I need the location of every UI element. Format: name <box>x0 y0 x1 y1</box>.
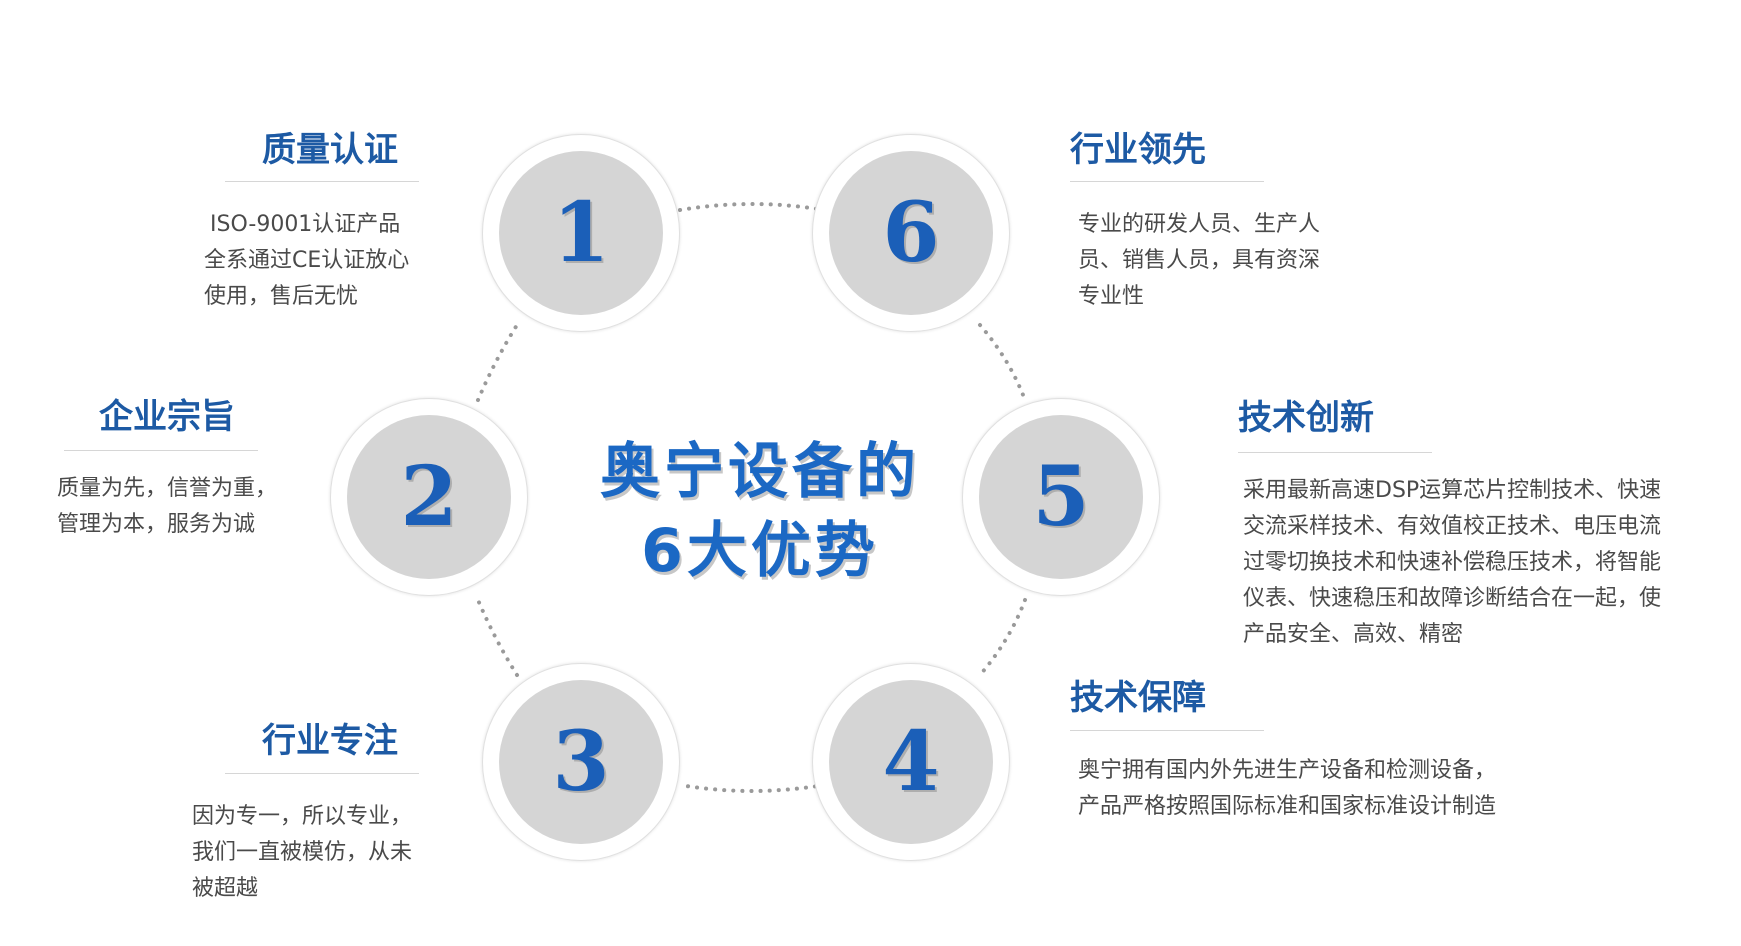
advantage-6-desc-line: 员、销售人员，具有资深 <box>1078 248 1321 273</box>
node-2-core: 2 <box>347 415 511 579</box>
advantage-1-title: 质量认证 <box>262 130 398 170</box>
advantage-4-description: 奥宁拥有国内外先进生产设备和检测设备， 产品严格按照国际标准和国家标准设计制造 <box>1078 753 1496 825</box>
advantage-4-desc-line: 奥宁拥有国内外先进生产设备和检测设备， <box>1078 758 1497 783</box>
advantage-1-divider <box>225 181 419 182</box>
advantage-2-description: 质量为先，信誉为重， 管理为本，服务为诚 <box>57 471 277 543</box>
advantage-2-title: 企业宗旨 <box>99 397 235 437</box>
node-3-number: 3 <box>552 714 610 810</box>
advantage-node-4: 4 <box>812 663 1010 861</box>
advantage-6-divider <box>1070 181 1264 182</box>
node-1-core: 1 <box>499 151 663 315</box>
advantage-node-1: 1 <box>482 134 680 332</box>
advantage-2-divider <box>64 450 258 451</box>
advantage-6-desc-line: 专业的研发人员、生产人 <box>1078 212 1321 237</box>
advantage-2-desc-line: 管理为本，服务为诚 <box>57 512 256 537</box>
advantage-5-desc-line: 产品安全、高效、精密 <box>1243 622 1464 647</box>
connector-2-1 <box>476 323 519 402</box>
advantage-3-description: 因为专一，所以专业， 我们一直被模仿，从未 被超越 <box>192 799 412 907</box>
advantage-1-description: ISO-9001认证产品 全系通过CE认证放心 使用，售后无忧 <box>204 207 409 315</box>
advantage-4-desc-line: 产品严格按照国际标准和国家标准设计制造 <box>1078 794 1497 819</box>
advantage-6-title: 行业领先 <box>1070 130 1206 170</box>
advantage-1-desc-line: 全系通过CE认证放心 <box>204 248 410 273</box>
advantage-5-divider <box>1238 452 1432 453</box>
connector-1-6 <box>678 202 826 212</box>
advantage-5-desc-line: 过零切换技术和快速补偿稳压技术，将智能 <box>1243 550 1662 575</box>
advantage-1-desc-line: ISO-9001认证产品 <box>210 212 401 237</box>
node-1-number: 1 <box>552 185 610 281</box>
advantage-5-description: 采用最新高速DSP运算芯片控制技术、快速 交流采样技术、有效值校正技术、电压电流… <box>1243 473 1661 653</box>
connector-4-3 <box>678 783 826 793</box>
advantage-node-2: 2 <box>330 398 528 596</box>
advantage-3-desc-line: 因为专一，所以专业， <box>192 804 413 829</box>
advantage-6-description: 专业的研发人员、生产人 员、销售人员，具有资深 专业性 <box>1078 207 1320 315</box>
advantage-5-desc-line: 交流采样技术、有效值校正技术、电压电流 <box>1243 514 1662 539</box>
connector-5-4 <box>978 598 1027 677</box>
advantage-4-divider <box>1070 730 1264 731</box>
connector-3-2 <box>476 598 519 677</box>
node-4-number: 4 <box>882 714 940 810</box>
node-5-number: 5 <box>1032 449 1090 545</box>
connector-6-5 <box>978 323 1027 402</box>
advantage-5-desc-line: 采用最新高速DSP运算芯片控制技术、快速 <box>1243 478 1662 503</box>
node-3-core: 3 <box>499 680 663 844</box>
node-6-number: 6 <box>882 185 940 281</box>
advantage-1-desc-line: 使用，售后无忧 <box>204 284 359 309</box>
advantage-node-5: 5 <box>962 398 1160 596</box>
advantage-5-desc-line: 仪表、快速稳压和故障诊断结合在一起，使 <box>1243 586 1662 611</box>
center-title-line2: 6大优势 <box>641 516 879 586</box>
center-title-line1: 奥宁设备的 <box>600 437 920 507</box>
advantage-3-desc-line: 被超越 <box>192 876 259 901</box>
node-5-core: 5 <box>979 415 1143 579</box>
advantage-3-title: 行业专注 <box>262 721 398 761</box>
node-6-core: 6 <box>829 151 993 315</box>
advantage-node-6: 6 <box>812 134 1010 332</box>
advantage-6-desc-line: 专业性 <box>1078 284 1145 309</box>
advantage-5-title: 技术创新 <box>1238 398 1374 438</box>
node-2-number: 2 <box>400 449 458 545</box>
advantage-node-3: 3 <box>482 663 680 861</box>
advantage-3-desc-line: 我们一直被模仿，从未 <box>192 840 413 865</box>
advantage-2-desc-line: 质量为先，信誉为重， <box>57 476 278 501</box>
advantage-3-divider <box>225 773 419 774</box>
advantage-4-title: 技术保障 <box>1070 678 1206 718</box>
node-4-core: 4 <box>829 680 993 844</box>
